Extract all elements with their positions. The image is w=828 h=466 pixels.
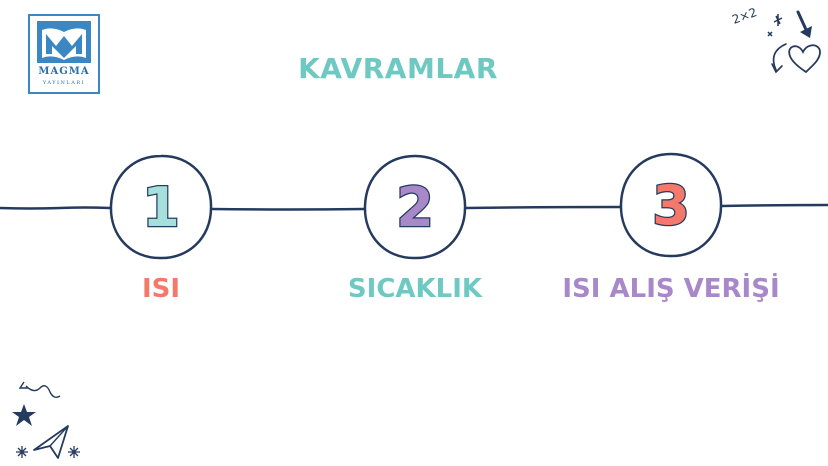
arrow-down-icon <box>796 10 812 38</box>
step-2-circle: 2 <box>363 154 467 260</box>
step-3-label: ISI ALIŞ VERİŞİ <box>562 274 780 304</box>
math-doodle: 2×2 <box>730 5 759 27</box>
timeline-line-segment <box>0 206 112 210</box>
page-title: KAVRAMLAR <box>298 52 498 85</box>
logo-name: MAGMA <box>38 66 90 77</box>
step-1-number: 1 <box>142 176 180 239</box>
timeline-line-segment <box>464 205 622 210</box>
sparkle-icon <box>16 446 80 458</box>
step-3-circle: 3 <box>619 152 723 258</box>
book-logo-icon <box>37 21 91 63</box>
curved-arrow-icon <box>771 43 787 74</box>
paper-plane-icon <box>33 425 69 459</box>
sparkle-icon <box>767 14 783 37</box>
squiggle-icon <box>25 385 61 399</box>
star-icon <box>12 404 36 426</box>
bottom-left-doodles <box>12 381 80 459</box>
logo-subtitle: YAYINLARI <box>42 80 86 86</box>
timeline-line-segment <box>720 203 828 208</box>
top-right-doodles: 2×2 <box>730 5 821 74</box>
heart-icon <box>788 44 821 74</box>
step-1-circle: 1 <box>109 154 213 260</box>
step-3-number: 3 <box>652 174 690 237</box>
step-1-label: ISI <box>141 274 181 304</box>
magma-logo: MAGMA YAYINLARI <box>28 14 100 94</box>
step-2-number: 2 <box>396 176 434 239</box>
timeline-line-segment <box>210 207 367 211</box>
step-2-label: SICAKLIK <box>347 274 483 304</box>
